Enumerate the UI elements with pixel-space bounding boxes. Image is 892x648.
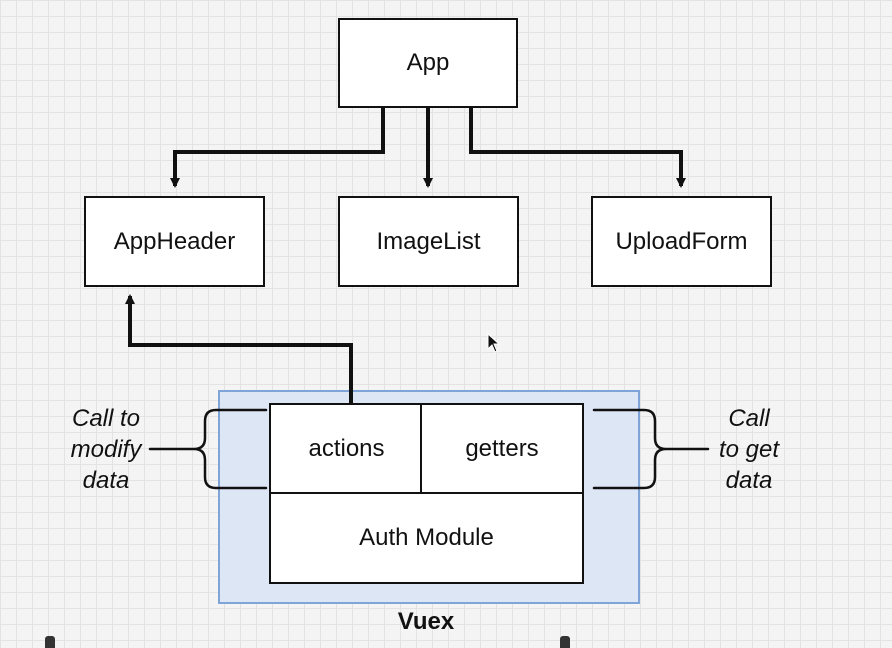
app-node: App <box>338 18 518 108</box>
uploadform-node-label: UploadForm <box>615 227 748 255</box>
call-to-modify-line-1: Call to <box>71 405 141 432</box>
call-to-get-line-3: data <box>725 467 773 494</box>
uploadform-node: UploadForm <box>591 196 772 287</box>
getters-node-label: getters <box>465 435 539 462</box>
auth-module-node-label: Auth Module <box>359 524 494 551</box>
auth-module-node: Auth Module <box>269 492 584 584</box>
call-to-modify-line-3: data <box>82 467 130 494</box>
right-brace <box>592 408 710 490</box>
actions-node-label: actions <box>308 435 385 462</box>
call-to-get-line-2: to get <box>718 436 780 463</box>
call-to-get-note: Call to get data <box>704 403 794 496</box>
edge-app-to-appheader <box>170 106 385 188</box>
imagelist-node: ImageList <box>338 196 519 287</box>
app-node-label: App <box>406 49 450 76</box>
imagelist-node-label: ImageList <box>376 227 481 255</box>
appheader-node-label: AppHeader <box>113 227 236 255</box>
edge-app-to-uploadform <box>469 106 686 188</box>
edge-actions-to-appheader <box>125 294 353 404</box>
right-edge-marker <box>560 636 570 648</box>
call-to-modify-note: Call to modify data <box>54 403 158 496</box>
left-edge-marker <box>45 636 55 648</box>
left-brace <box>148 408 268 490</box>
call-to-get-line-1: Call <box>728 405 770 432</box>
vuex-label: Vuex <box>397 608 455 635</box>
call-to-modify-line-2: modify <box>70 436 142 463</box>
getters-node: getters <box>420 403 584 495</box>
appheader-node: AppHeader <box>84 196 265 287</box>
mouse-pointer-icon <box>487 333 501 353</box>
actions-node: actions <box>269 403 424 495</box>
